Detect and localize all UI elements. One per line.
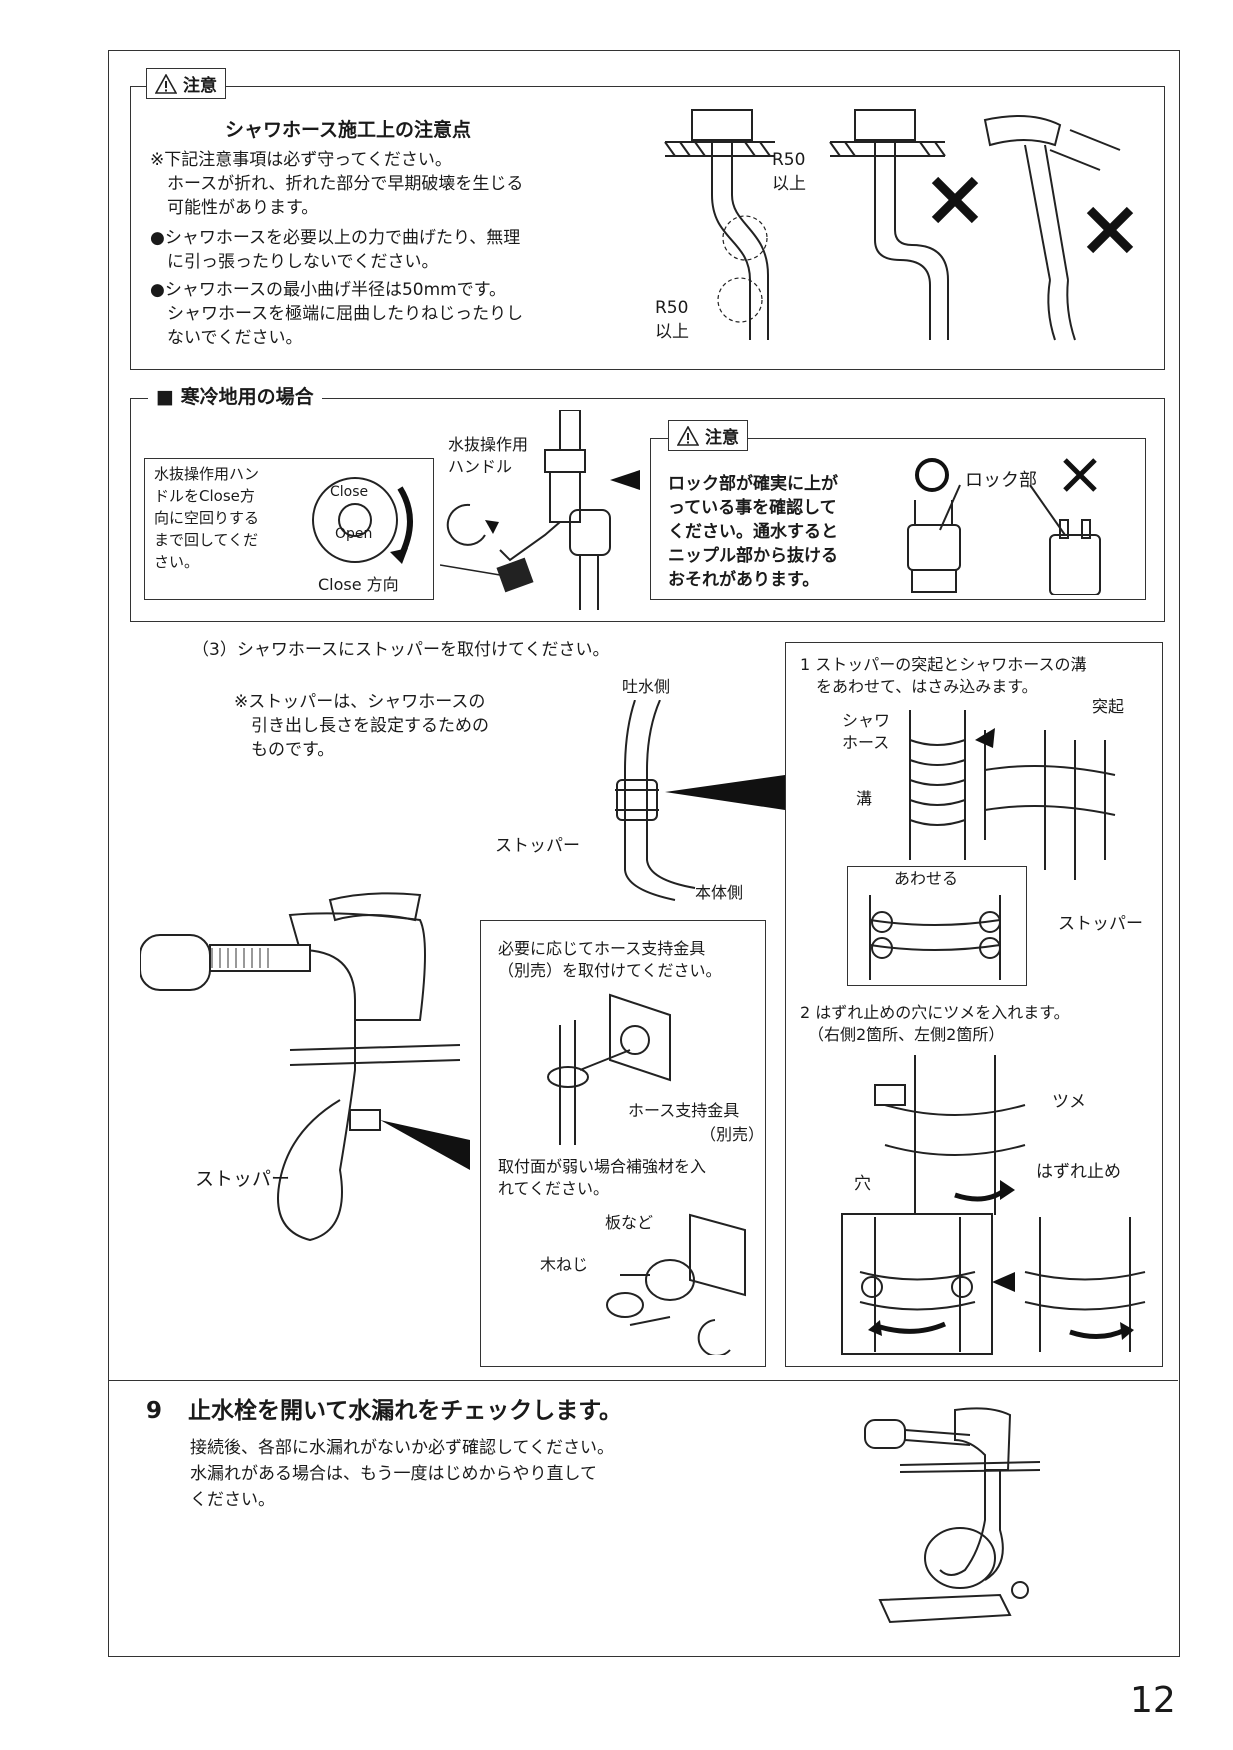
support-bracket-box (480, 920, 766, 1367)
close-direction-label: Close 方向 (318, 575, 399, 594)
step9-number: 9 (146, 1398, 163, 1424)
stopper-clip-diagram (895, 700, 1135, 895)
handle-note-line: まで回してくだ (154, 531, 259, 549)
note-line: に引っ張ったりしないでください。 (150, 252, 439, 272)
note-line: 可能性があります。 (150, 198, 319, 218)
note-line: ホースが折れ、折れた部分で早期破壊を生じる (150, 174, 524, 194)
stopper-instruction-box (785, 642, 1163, 1367)
handle-note-box (144, 458, 434, 600)
align-diagram (850, 890, 1022, 982)
handle-note-line: 水抜操作用ハン (154, 465, 260, 483)
claw-diagram (855, 1055, 1055, 1215)
support-text2-line: れてください。 (498, 1179, 610, 1198)
step9-body-line: 接続後、各部に水漏れがないか必ず確認してください。 (190, 1438, 614, 1458)
claw-label: ツメ (1052, 1092, 1086, 1112)
support-text2-line: 取付面が弱い場合補強材を入 (498, 1157, 707, 1176)
knob-open-label: Open (335, 526, 373, 542)
lock-detail-diagram (840, 1212, 1150, 1357)
caution-tag-label: 注意 (183, 76, 217, 96)
step9-faucet-illustration (860, 1400, 1050, 1640)
lock-caution-tag: 注意 (668, 420, 748, 451)
right-step2-line: （右側2箇所、左側2箇所） (800, 1025, 1005, 1044)
stop-label: はずれ止め (1036, 1162, 1121, 1182)
support-text-line: 必要に応じてホース支持金具 (498, 939, 706, 958)
note-line: ●シャワホースの最小曲げ半径は50mmです。 (150, 280, 507, 300)
lock-caution-box (650, 438, 1146, 600)
step9-body-line: ください。 (190, 1490, 275, 1510)
step9-body-line: 水漏れがある場合は、もう一度はじめからやり直して (190, 1464, 597, 1484)
close-knob-diagram (290, 468, 425, 564)
reinforcement-diagram (590, 1205, 760, 1355)
right-step1-line: をあわせて、はさみ込みます。 (800, 677, 1038, 696)
step3-note-line: ※ストッパーは、シャワホースの (234, 692, 486, 712)
hose-bend-diagram (650, 100, 1160, 360)
right-step2-line: 2 はずれ止めの穴にツメを入れます。 (800, 1003, 1070, 1022)
stopper-label: ストッパー (495, 836, 580, 856)
r50-top-label: R50 (772, 150, 806, 170)
note-line: ※下記注意事項は必ず守ってください。 (150, 150, 452, 170)
cold-region-box (130, 398, 1165, 622)
knob-close-label: Close (330, 484, 369, 500)
bracket-sub-label: （別売） (700, 1125, 765, 1144)
handle-label-2: ハンドル (448, 457, 513, 476)
lock-caution-line: おそれがあります。 (668, 570, 820, 590)
support-text-line: （別売）を取付けてください。 (498, 961, 722, 980)
r50-top-sub: 以上 (772, 174, 806, 194)
lock-caution-line: っている事を確認して (668, 498, 837, 518)
bracket-label: ホース支持金具 (628, 1101, 740, 1120)
groove-label: 溝 (856, 789, 873, 808)
shower-hose-label-2: ホース (842, 733, 890, 752)
lock-caution-tag-label: 注意 (705, 428, 739, 448)
shower-hose-label: シャワ (842, 711, 891, 730)
r50-bottom-sub: 以上 (655, 322, 689, 342)
handle-note-line: さい。 (154, 553, 200, 571)
warning-icon (677, 425, 699, 446)
hole-label: 穴 (854, 1174, 871, 1194)
step3-note-line: ものです。 (234, 740, 335, 760)
lock-part-label: ロック部 (965, 470, 1037, 491)
step3-note-line: 引き出し長さを設定するための (234, 716, 489, 736)
caution-tag: 注意 (146, 68, 226, 99)
step9-divider (108, 1380, 1178, 1381)
handle-label: 水抜操作用 (448, 435, 529, 454)
screw-label: 木ねじ (540, 1255, 589, 1274)
handle-note-line: 向に空回りする (154, 509, 260, 527)
spout-side-label: 吐水側 (622, 677, 671, 696)
page-frame (108, 50, 1180, 1657)
bracket-diagram (540, 985, 680, 1150)
right-stopper-label: ストッパー (1058, 914, 1143, 934)
cold-region-heading: ■ 寒冷地用の場合 (148, 386, 322, 409)
body-side-label: 本体側 (695, 883, 744, 902)
note-line: ●シャワホースを必要以上の力で曲げたり、無理 (150, 228, 521, 248)
r50-bottom-label: R50 (655, 298, 689, 318)
caution-title: シャワホース施工上の注意点 (225, 119, 472, 141)
plate-label: 板など (605, 1213, 654, 1232)
stopper-hose-diagram (585, 700, 785, 910)
right-step1-line: 1 ストッパーの突起とシャワホースの溝 (800, 655, 1087, 674)
warning-icon (155, 73, 177, 94)
handle-note-line: ドルをClose方 (154, 487, 255, 505)
lock-caution-line: ください。通水すると (668, 522, 838, 542)
lock-caution-line: ニップル部から抜ける (668, 546, 838, 566)
caution-box (130, 86, 1165, 370)
faucet-illustration (140, 880, 470, 1280)
lock-part-diagram (900, 455, 1120, 595)
note-line: シャワホースを極端に屈曲したりねじったりし (150, 304, 524, 324)
drain-valve-diagram (440, 410, 640, 615)
lock-caution-line: ロック部が確実に上が (668, 474, 838, 494)
note-line: ないでください。 (150, 328, 303, 348)
protrusion-label: 突起 (1092, 697, 1125, 716)
stopper-bottom-label: ストッパー (195, 1168, 291, 1190)
page-number: 12 (1130, 1680, 1176, 1721)
align-label: あわせる (894, 869, 959, 888)
step3-heading: （3）シャワホースにストッパーを取付けてください。 (192, 640, 610, 660)
align-box (847, 866, 1027, 986)
step9-title: 止水栓を開いて水漏れをチェックします。 (188, 1398, 623, 1424)
